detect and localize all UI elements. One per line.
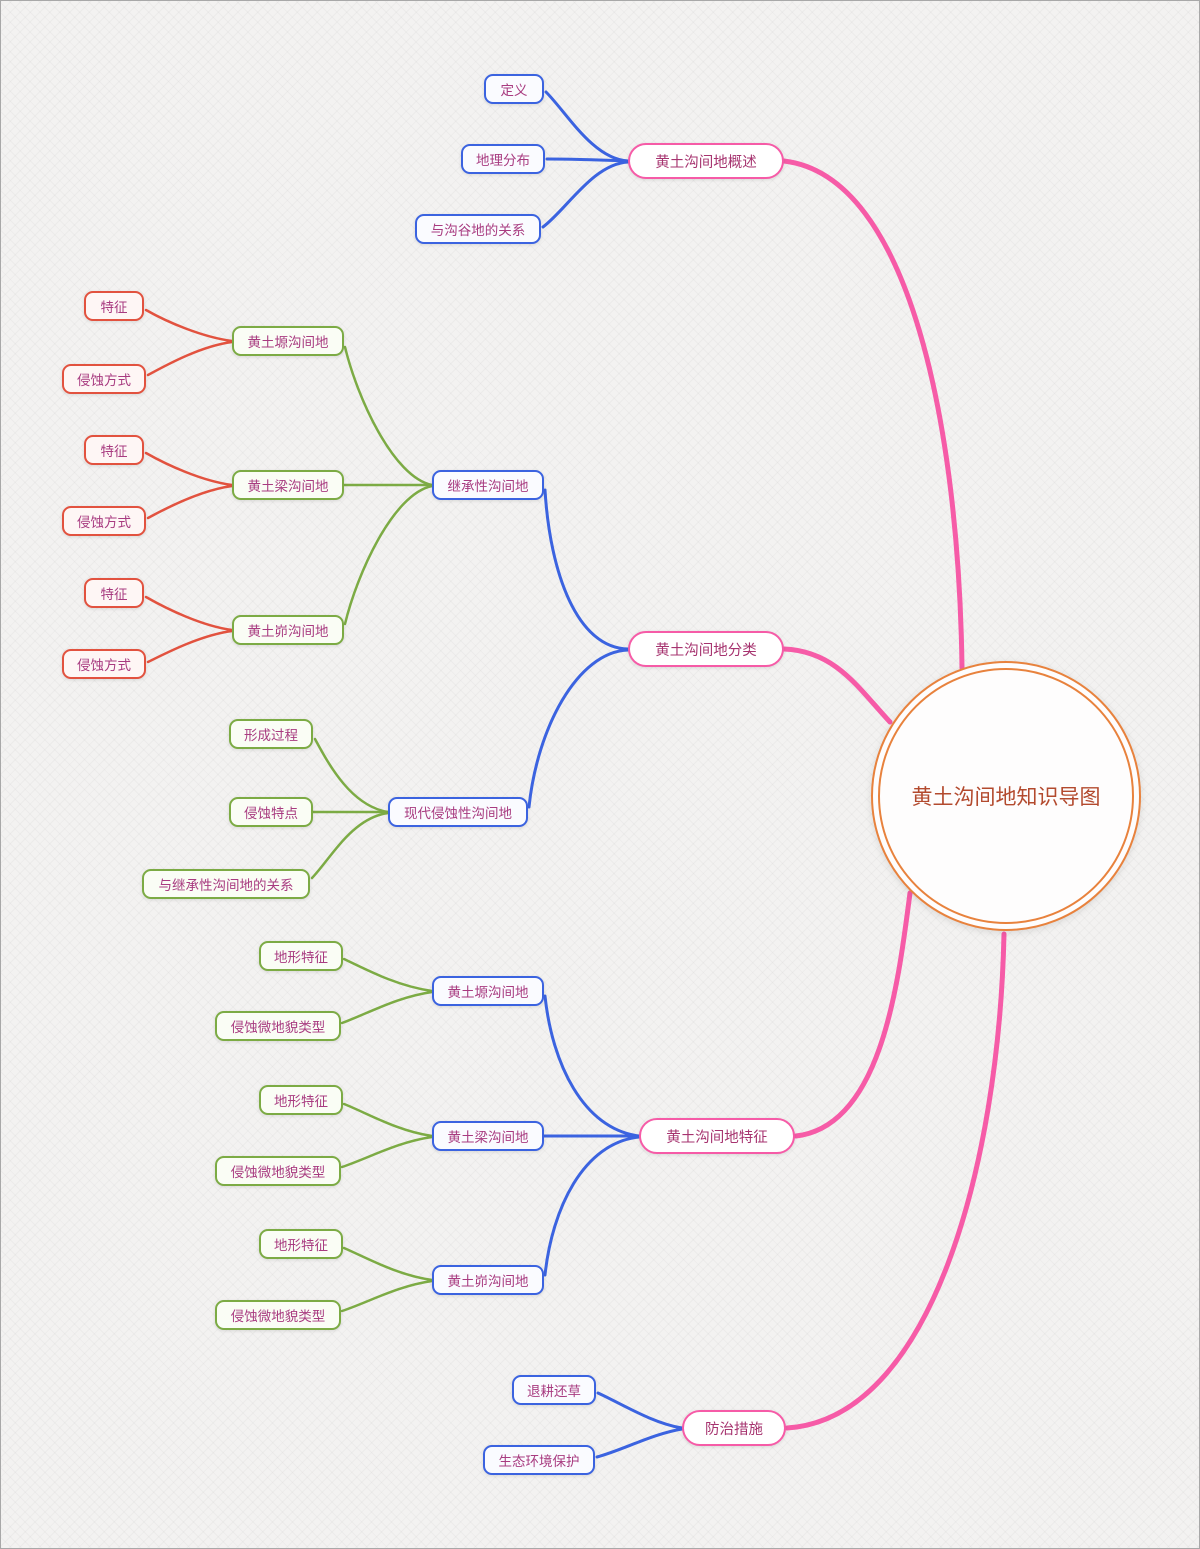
node-feature-mao[interactable]: 黄土峁沟间地 <box>432 1265 544 1295</box>
connector-fliang-micro <box>340 1135 434 1169</box>
connector-overview-definition <box>544 90 630 163</box>
connector-features-yuan <box>543 994 641 1138</box>
central-topic-inner-ring <box>878 668 1134 924</box>
connector-fmao-terrain <box>342 1246 434 1282</box>
node-mao-erosion-way[interactable]: 侵蚀方式 <box>62 649 146 679</box>
connector-mao-trait <box>144 595 234 632</box>
connector-modern-relation <box>310 811 390 880</box>
connector-mao-erosion-way <box>146 629 234 664</box>
node-liang-terrain[interactable]: 地形特征 <box>259 1085 343 1115</box>
node-liang-micro-landform[interactable]: 侵蚀微地貌类型 <box>215 1156 341 1186</box>
central-topic-node[interactable]: 黄土沟间地知识导图 <box>871 661 1141 931</box>
node-liang-trait[interactable]: 特征 <box>84 435 144 465</box>
node-mao-trait[interactable]: 特征 <box>84 578 144 608</box>
node-inherited-intergully[interactable]: 继承性沟间地 <box>432 470 544 500</box>
connector-classification-modern <box>527 648 630 809</box>
node-liang-erosion-way[interactable]: 侵蚀方式 <box>62 506 146 536</box>
node-mao-terrain[interactable]: 地形特征 <box>259 1229 343 1259</box>
connector-fmao-micro <box>340 1279 434 1313</box>
connector-modern-formation <box>313 737 390 814</box>
node-mao-micro-landform[interactable]: 侵蚀微地貌类型 <box>215 1300 341 1330</box>
node-modern-erosional-intergully[interactable]: 现代侵蚀性沟间地 <box>388 797 528 827</box>
node-feature-yuan[interactable]: 黄土塬沟间地 <box>432 976 544 1006</box>
connector-yuan-erosion-way <box>146 340 234 377</box>
connector-fyuan-micro <box>340 990 434 1025</box>
branch-node-prevention[interactable]: 防治措施 <box>682 1410 786 1446</box>
node-feature-liang[interactable]: 黄土梁沟间地 <box>432 1121 544 1151</box>
node-return-farmland-to-grass[interactable]: 退耕还草 <box>512 1375 596 1405</box>
connector-center-classification <box>781 646 893 725</box>
node-geographic-distribution[interactable]: 地理分布 <box>461 144 545 174</box>
connector-inherited-yuan <box>343 345 434 487</box>
blue-connectors <box>527 90 684 1459</box>
connector-center-features <box>793 890 913 1139</box>
connector-classification-inherited <box>543 488 630 651</box>
connector-features-mao <box>543 1135 641 1277</box>
node-formation-process[interactable]: 形成过程 <box>229 719 313 749</box>
node-yuan-terrain[interactable]: 地形特征 <box>259 941 343 971</box>
node-definition[interactable]: 定义 <box>484 74 544 104</box>
connector-liang-erosion-way <box>146 484 234 520</box>
node-yuan-trait[interactable]: 特征 <box>84 291 144 321</box>
connector-center-overview <box>781 158 965 671</box>
node-yuan-erosion-way[interactable]: 侵蚀方式 <box>62 364 146 394</box>
central-topic-label: 黄土沟间地知识导图 <box>911 786 1101 809</box>
node-liang-intergully[interactable]: 黄土梁沟间地 <box>232 470 344 500</box>
connector-yuan-trait <box>144 308 234 343</box>
node-eco-environment-protection[interactable]: 生态环境保护 <box>483 1445 595 1475</box>
branch-node-features[interactable]: 黄土沟间地特征 <box>639 1118 795 1154</box>
connector-overview-relation <box>541 160 630 229</box>
connector-liang-trait <box>144 451 234 487</box>
connector-fliang-terrain <box>342 1102 434 1138</box>
red-connectors <box>144 308 234 664</box>
connector-fyuan-terrain <box>342 957 434 993</box>
connector-inherited-mao <box>343 484 434 626</box>
node-erosion-characteristics[interactable]: 侵蚀特点 <box>229 797 313 827</box>
connector-prevention-eco <box>595 1427 684 1459</box>
node-relation-to-inherited[interactable]: 与继承性沟间地的关系 <box>142 869 310 899</box>
node-mao-intergully[interactable]: 黄土峁沟间地 <box>232 615 344 645</box>
connector-overview-geography <box>545 157 630 163</box>
node-relation-to-gully[interactable]: 与沟谷地的关系 <box>415 214 541 244</box>
node-yuan-intergully[interactable]: 黄土塬沟间地 <box>232 326 344 356</box>
branch-node-classification[interactable]: 黄土沟间地分类 <box>628 631 784 667</box>
node-yuan-micro-landform[interactable]: 侵蚀微地貌类型 <box>215 1011 341 1041</box>
connector-prevention-grass <box>596 1391 684 1430</box>
branch-node-overview[interactable]: 黄土沟间地概述 <box>628 143 784 179</box>
connector-center-prevention <box>784 931 1007 1431</box>
